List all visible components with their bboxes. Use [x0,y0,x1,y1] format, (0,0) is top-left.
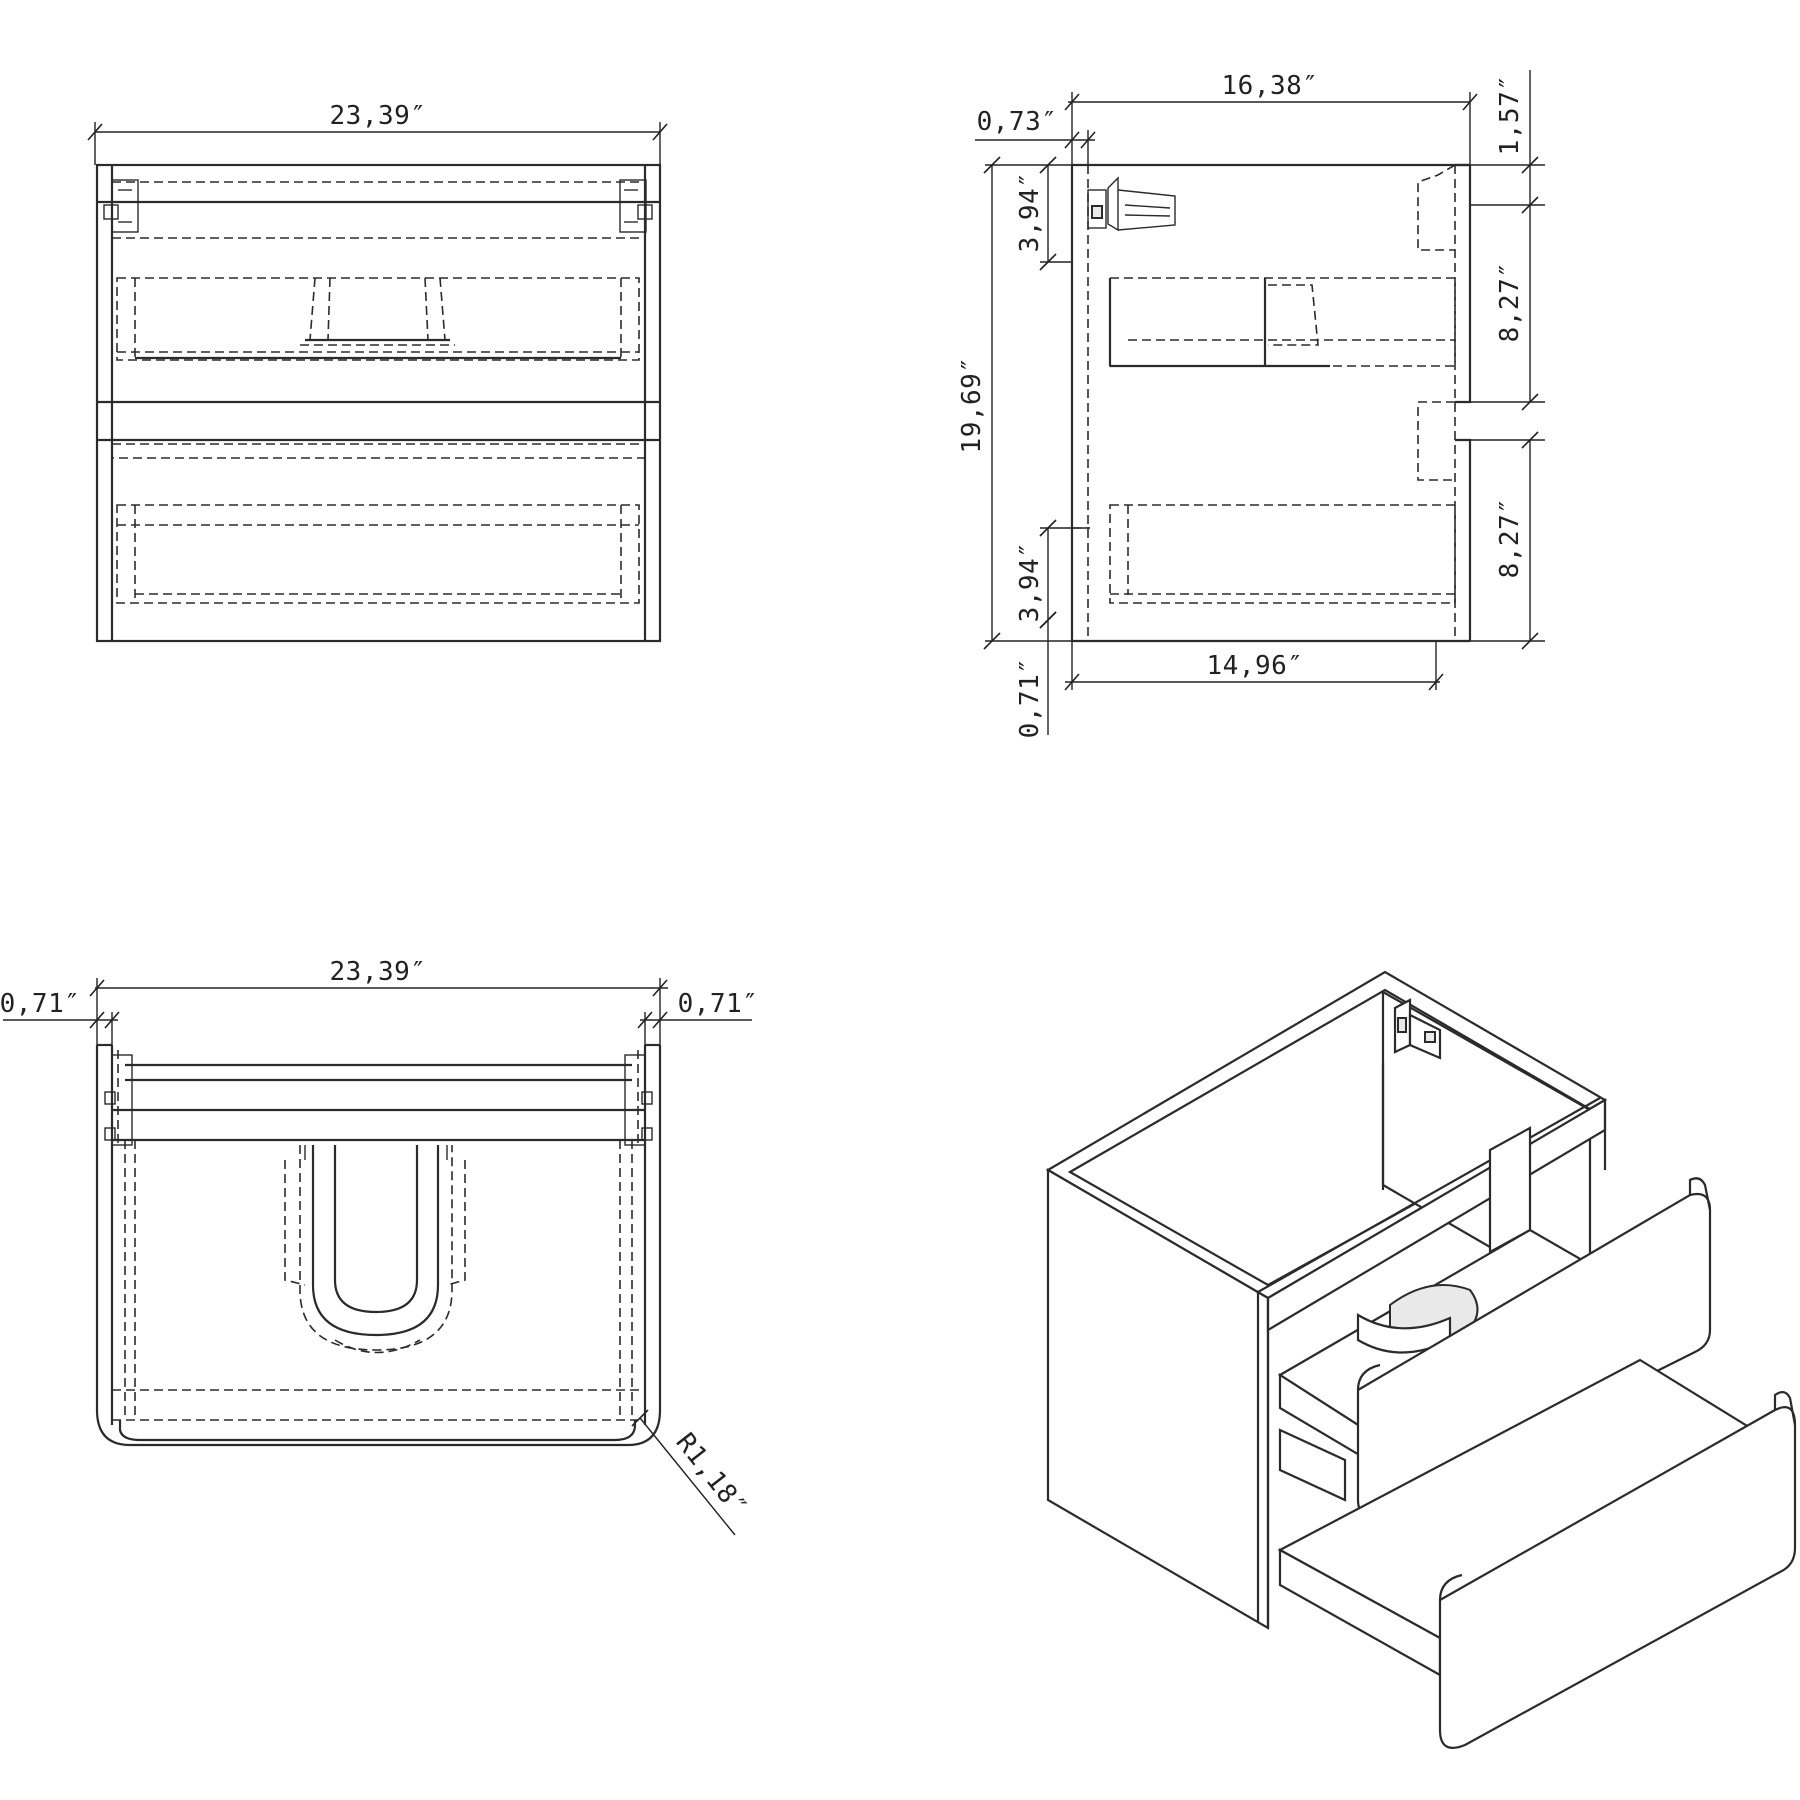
top-width-dimension: 23,39″ [89,957,668,1045]
left-panel-label: 0,71″ [0,989,80,1019]
back-offset-label: 0,73″ [977,107,1058,137]
front-width-label: 23,39″ [330,101,427,131]
iso-upper-drawer [1277,1126,1712,1515]
right-hanging-bracket [619,179,653,233]
right-panel-dimension: 0,71″ [637,989,759,1045]
top-gap-dimension: 1,57″ [1470,70,1545,214]
drawer-top-label: 8,27″ [1495,262,1525,343]
top-rail-label: 3,94″ [1015,172,1045,253]
siphon-cutout [284,1145,466,1354]
top-left-bracket [104,1050,133,1146]
bottom-rail-label: 3,94″ [1015,542,1045,623]
top-cabinet-outline [95,1045,662,1447]
left-hanging-bracket [103,179,139,233]
iso-bracket [1393,998,1442,1060]
base-offset-dimension: 0,71″ [1015,611,1057,739]
inner-depth-dimension: 14,96″ [1064,641,1444,691]
iso-lower-drawer [1277,1358,1797,1749]
radius-dimension: R1,18″ [631,1409,753,1536]
radius-label: R1,18″ [670,1428,753,1523]
top-view: 23,39″ 0,71″ 0,71″ R1,18″ [0,957,759,1536]
drawer-top-dimension: 8,27″ [1470,205,1545,411]
base-offset-label: 0,71″ [1015,658,1045,739]
side-depth-dimension: 16,38″ [1064,71,1478,165]
top-width-label: 23,39″ [330,957,427,987]
right-panel-label: 0,71″ [678,989,759,1019]
iso-lower-drawer-front [1438,1406,1797,1749]
front-upper-drawer [116,277,640,361]
left-panel-dimension: 0,71″ [0,989,120,1045]
isometric-view [1045,970,1797,1749]
back-offset-dimension: 0,73″ [975,107,1096,165]
top-right-bracket [624,1050,653,1146]
front-width-dimension: 23,39″ [87,101,668,165]
top-rail-dimension: 3,94″ [1015,156,1072,271]
side-depth-label: 16,38″ [1222,71,1319,101]
top-gap-label: 1,57″ [1495,75,1525,156]
height-label: 19,69″ [957,357,987,454]
bottom-rail-dimension: 3,94″ [1015,519,1090,641]
side-cabinet-body [1070,163,1472,643]
drawer-bottom-label: 8,27″ [1495,498,1525,579]
front-view: 23,39″ [87,101,668,643]
height-dimension: 19,69″ [957,156,1072,650]
front-lower-drawer [111,443,646,604]
inner-depth-label: 14,96″ [1207,651,1304,681]
side-view: 16,38″ 0,73″ 1,57″ 19,69″ [957,70,1545,738]
drawer-bottom-dimension: 8,27″ [1470,431,1545,650]
